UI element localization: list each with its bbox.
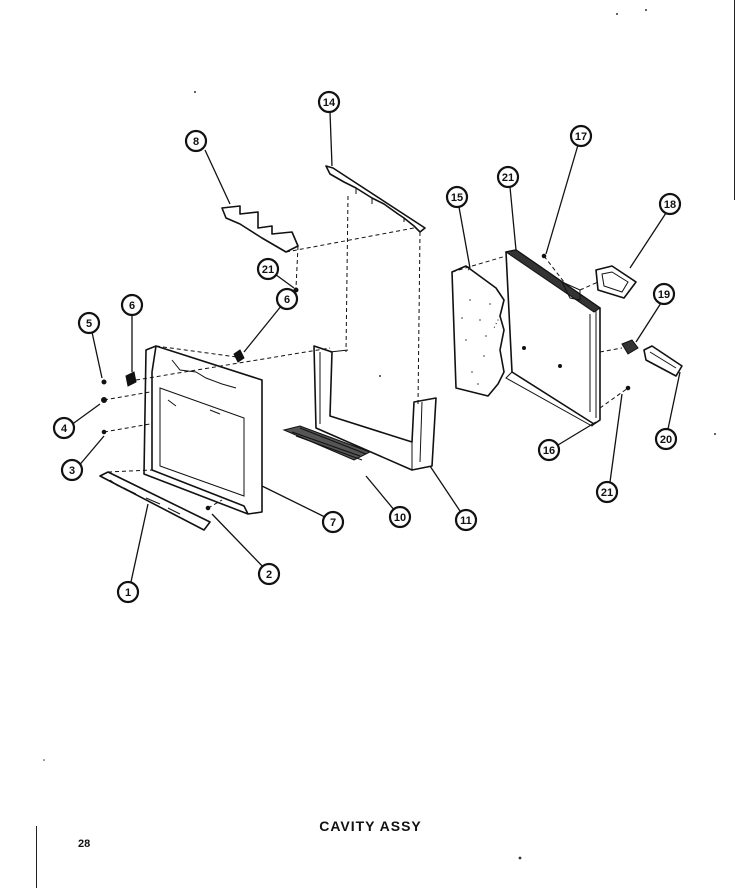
callout-leaders bbox=[66, 111, 681, 592]
callout-19: 21 bbox=[595, 480, 619, 504]
callout-16-text: 18 bbox=[664, 199, 676, 211]
callout-3-text: 3 bbox=[69, 465, 75, 477]
scan-edge-left bbox=[36, 826, 37, 888]
callout-6-right-text: 6 bbox=[284, 294, 290, 306]
part-10-grille bbox=[282, 425, 372, 461]
callout-20-text: 21 bbox=[502, 172, 514, 184]
part-14-side-panel bbox=[504, 249, 601, 427]
callout-12-text: 14 bbox=[323, 97, 336, 109]
part-13-insulation bbox=[451, 265, 505, 397]
callout-4: 4 bbox=[52, 416, 76, 440]
callout-13: 15 bbox=[445, 185, 469, 209]
part-8-cover-plate bbox=[221, 205, 299, 253]
part-7-front-frame bbox=[143, 345, 263, 515]
scan-specks bbox=[43, 9, 716, 860]
callout-3: 3 bbox=[60, 458, 84, 482]
callout-20: 21 bbox=[496, 165, 520, 189]
part-18-lamp bbox=[643, 345, 683, 377]
callout-8-text: 8 bbox=[193, 136, 199, 148]
part-17-lamp-socket bbox=[621, 339, 639, 355]
callout-14-text: 16 bbox=[543, 445, 555, 457]
callout-15: 17 bbox=[569, 124, 593, 148]
callout-17-text: 19 bbox=[658, 289, 670, 301]
assembly-dashed-lines bbox=[103, 195, 629, 509]
callout-18: 20 bbox=[654, 427, 678, 451]
part-1-control-strip bbox=[99, 471, 211, 531]
scan-edge-right bbox=[734, 0, 735, 200]
callout-5: 5 bbox=[77, 311, 101, 335]
callout-1: 1 bbox=[116, 580, 140, 604]
callout-21-text: 21 bbox=[262, 264, 274, 276]
callout-14: 16 bbox=[537, 438, 561, 462]
callout-18-text: 20 bbox=[660, 434, 672, 446]
callout-7: 7 bbox=[321, 510, 345, 534]
callout-1-text: 1 bbox=[125, 587, 131, 599]
callout-12: 14 bbox=[317, 90, 341, 114]
callout-16: 18 bbox=[658, 192, 682, 216]
callout-17: 19 bbox=[652, 282, 676, 306]
callout-7-text: 7 bbox=[330, 517, 336, 529]
diagram-caption: CAVITY ASSY bbox=[319, 818, 422, 834]
callout-10: 10 bbox=[388, 505, 412, 529]
part-12-top-rail bbox=[325, 165, 426, 233]
callout-6-left: 6 bbox=[120, 293, 144, 317]
callout-6-left-text: 6 bbox=[129, 300, 135, 312]
callout-4-text: 4 bbox=[61, 423, 68, 435]
callout-labels: 8 14 15 21 17 18 19 20 21 16 11 10 7 2 1… bbox=[52, 90, 682, 604]
callout-5-text: 5 bbox=[86, 318, 92, 330]
part-16-gasket bbox=[595, 265, 637, 299]
callout-21: 21 bbox=[256, 257, 280, 281]
callout-11: 11 bbox=[454, 508, 478, 532]
callout-2: 2 bbox=[257, 562, 281, 586]
callout-13-text: 15 bbox=[451, 192, 463, 204]
callout-10-text: 10 bbox=[394, 512, 406, 524]
callout-19-text: 21 bbox=[601, 487, 613, 499]
callout-6-right: 6 bbox=[275, 287, 299, 311]
callout-11-text: 11 bbox=[460, 515, 472, 527]
callout-15-text: 17 bbox=[575, 131, 587, 143]
callout-8: 8 bbox=[184, 129, 208, 153]
part-11-cavity-tray bbox=[313, 345, 437, 471]
page-number: 28 bbox=[78, 838, 91, 850]
hardware-screws bbox=[101, 253, 631, 511]
callout-2-text: 2 bbox=[266, 569, 272, 581]
